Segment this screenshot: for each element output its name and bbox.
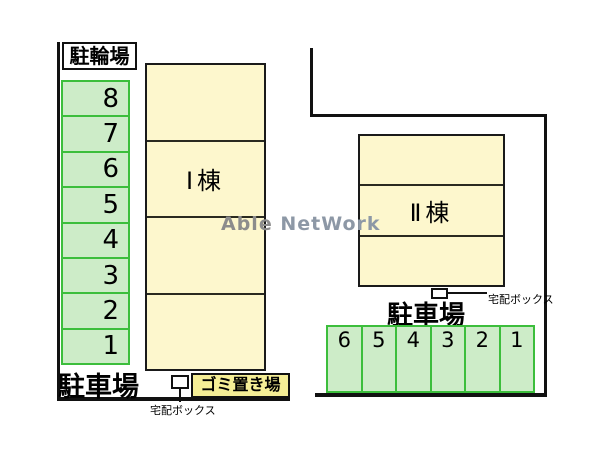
building-2-section-1 — [360, 136, 503, 184]
parking-space: 2 — [63, 294, 128, 330]
parking-space-number: 4 — [406, 328, 420, 352]
parking-space-number: 1 — [102, 331, 119, 362]
watermark-part1: Able — [221, 213, 281, 235]
boundary-top-stub-line — [310, 48, 313, 117]
parking-space-number: 2 — [475, 328, 489, 352]
parking-bottom-row: 6 5 4 3 2 1 — [326, 325, 535, 393]
able-network-watermark: Able NetWork — [221, 213, 381, 235]
building-2-section-3 — [360, 234, 503, 285]
parking-space-number: 2 — [102, 295, 119, 326]
building-1-section-2: Ⅰ棟 — [147, 139, 264, 217]
parking-space-number: 3 — [102, 260, 119, 291]
building-1-label: Ⅰ棟 — [185, 167, 226, 196]
parking-space-number: 6 — [102, 154, 119, 185]
boundary-right-line — [544, 115, 547, 397]
parking-space: 6 — [63, 153, 128, 189]
building-2: Ⅱ棟 — [358, 134, 505, 287]
parking-space: 1 — [63, 330, 128, 363]
delivery-box-right-label: 宅配ボックス — [488, 293, 554, 306]
boundary-bottom-right-line — [315, 393, 547, 397]
parking-space: 3 — [432, 327, 466, 391]
building-1-section-4 — [147, 292, 264, 370]
parking-space: 7 — [63, 117, 128, 153]
boundary-top-right-line — [310, 114, 547, 117]
parking-space: 8 — [63, 82, 128, 118]
parking-left-label: 駐車場 — [58, 372, 139, 403]
building-1-section-3 — [147, 216, 264, 293]
parking-space: 1 — [501, 327, 534, 391]
delivery-box-right — [431, 288, 448, 299]
building-2-label: Ⅱ棟 — [409, 198, 454, 227]
parking-space: 5 — [363, 327, 397, 391]
building-1: Ⅰ棟 — [145, 63, 266, 371]
delivery-box-left-label: 宅配ボックス — [150, 404, 216, 417]
bicycle-parking-label: 駐輪場 — [62, 42, 137, 70]
parking-space-number: 5 — [372, 328, 386, 352]
parking-space-number: 4 — [102, 225, 119, 256]
delivery-box-left — [171, 375, 189, 389]
boundary-left-line — [57, 42, 60, 401]
delivery-box-left-connector — [179, 389, 181, 402]
parking-space: 2 — [466, 327, 501, 391]
parking-space: 4 — [397, 327, 432, 391]
parking-space-number: 5 — [102, 189, 119, 220]
parking-space-number: 8 — [102, 83, 119, 114]
boundary-bottom-left-line — [57, 397, 290, 401]
parking-space-number: 6 — [337, 328, 351, 352]
building-2-section-2: Ⅱ棟 — [360, 184, 503, 234]
parking-space: 4 — [63, 224, 128, 259]
parking-left-column: 8 7 6 5 4 3 2 1 — [61, 80, 130, 365]
delivery-box-right-connector — [448, 292, 487, 294]
parking-space: 6 — [328, 327, 363, 391]
parking-space-number: 1 — [510, 328, 524, 352]
garbage-area-label: ゴミ置き場 — [191, 373, 290, 398]
parking-space-number: 3 — [441, 328, 455, 352]
parking-space: 5 — [63, 188, 128, 224]
parking-space: 3 — [63, 259, 128, 295]
watermark-part2: NetWork — [280, 213, 381, 235]
building-1-section-1 — [147, 65, 264, 140]
parking-space-number: 7 — [102, 119, 119, 150]
